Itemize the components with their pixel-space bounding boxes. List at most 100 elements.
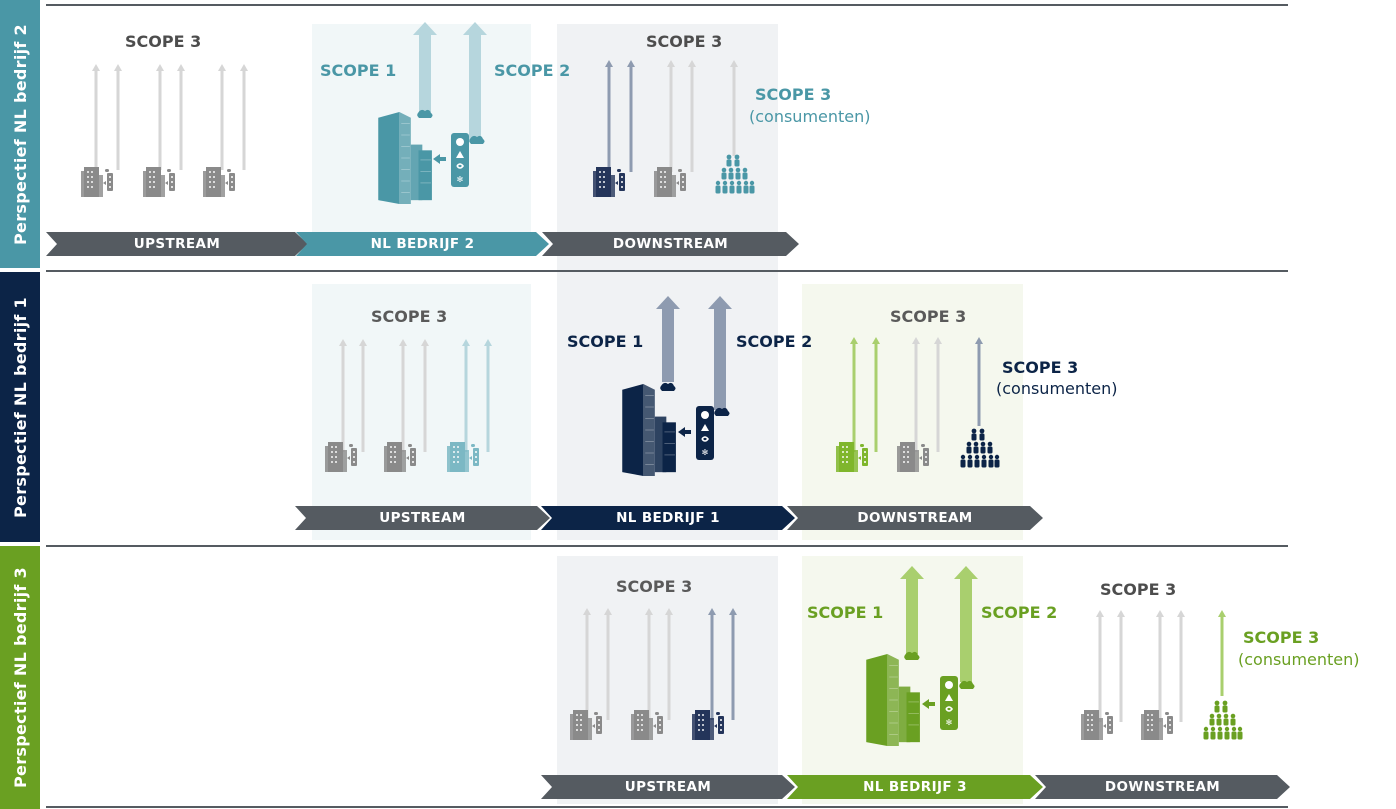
emission-arrow-head bbox=[954, 566, 978, 579]
factory-icon bbox=[1081, 710, 1113, 740]
consumer-text-2: (consumenten) bbox=[749, 107, 871, 126]
scope3-arrow-head bbox=[92, 64, 100, 71]
energy-supply-icon bbox=[451, 133, 469, 187]
chevron-downstream-1: DOWNSTREAM bbox=[787, 506, 1043, 530]
scope3-arrow-head bbox=[667, 60, 675, 67]
scope2-label-2: SCOPE 2 bbox=[494, 61, 571, 80]
factory-icon bbox=[593, 167, 625, 197]
factory-icon bbox=[692, 710, 724, 740]
scope3-consumer-label-1: SCOPE 3 bbox=[1002, 358, 1079, 377]
scope3-arrow-head bbox=[484, 339, 492, 346]
consumers-icon bbox=[960, 428, 1000, 468]
consumer-text-3: (consumenten) bbox=[1238, 650, 1360, 669]
scope3-arrow-head bbox=[359, 339, 367, 346]
factory-icon bbox=[143, 167, 175, 197]
scope3-arrow-head bbox=[604, 608, 612, 615]
scope3-arrow-head bbox=[1156, 610, 1164, 617]
divider-2 bbox=[46, 545, 1288, 547]
scope3-downstream-label-1: SCOPE 3 bbox=[890, 307, 967, 326]
scope3-arrow-head bbox=[645, 608, 653, 615]
side-label-bedrijf-2: Perspectief NL bedrijf 2 bbox=[0, 0, 40, 268]
scope3-arrow-head bbox=[729, 608, 737, 615]
scope3-arrow-head bbox=[912, 337, 920, 344]
emission-arrow bbox=[714, 308, 726, 410]
scope3-arrow-head bbox=[1117, 610, 1125, 617]
consumer-text-1: (consumenten) bbox=[996, 379, 1118, 398]
chevron-company-3: NL BEDRIJF 3 bbox=[787, 775, 1043, 799]
side-label-bedrijf-3: Perspectief NL bedrijf 3 bbox=[0, 546, 40, 809]
scope3-arrow-head bbox=[688, 60, 696, 67]
emission-arrow-head bbox=[708, 296, 732, 309]
emission-cloud-icon bbox=[714, 407, 730, 416]
chevron-company-2: NL BEDRIJF 2 bbox=[296, 232, 549, 256]
band-upstream-1 bbox=[312, 284, 531, 540]
factory-icon bbox=[654, 167, 686, 197]
emission-arrow bbox=[469, 34, 481, 140]
factory-icon bbox=[1141, 710, 1173, 740]
scope3-downstream-label-2: SCOPE 3 bbox=[646, 32, 723, 51]
chevron-upstream-1: UPSTREAM bbox=[295, 506, 550, 530]
scope3-arrow-head bbox=[399, 339, 407, 346]
scope3-upstream-label-3: SCOPE 3 bbox=[616, 577, 693, 596]
company-building-icon bbox=[622, 384, 677, 476]
factory-icon bbox=[631, 710, 663, 740]
scope2-label-3: SCOPE 2 bbox=[981, 603, 1058, 622]
energy-supply-icon bbox=[940, 676, 958, 730]
factory-icon bbox=[447, 442, 479, 472]
scope3-upstream-label-2: SCOPE 3 bbox=[125, 32, 202, 51]
scope3-downstream-label-3: SCOPE 3 bbox=[1100, 580, 1177, 599]
scope3-arrow-head bbox=[872, 337, 880, 344]
scope3-arrow-head bbox=[177, 64, 185, 71]
emission-cloud-icon bbox=[660, 382, 676, 391]
chevron-upstream-2: UPSTREAM bbox=[46, 232, 308, 256]
emission-arrow bbox=[662, 308, 674, 382]
scope3-arrow-head bbox=[627, 60, 635, 67]
scope3-arrow-head bbox=[218, 64, 226, 71]
energy-supply-icon bbox=[696, 406, 714, 460]
emission-arrow-head bbox=[900, 566, 924, 579]
emission-cloud-icon bbox=[469, 135, 485, 144]
emission-cloud-icon bbox=[417, 109, 433, 118]
factory-icon bbox=[203, 167, 235, 197]
scope3-arrow-head bbox=[462, 339, 470, 346]
divider-top bbox=[46, 4, 1288, 6]
scope3-arrow-head bbox=[421, 339, 429, 346]
chevron-downstream-2: DOWNSTREAM bbox=[542, 232, 799, 256]
factory-icon bbox=[836, 442, 868, 472]
scope3-arrow-head bbox=[1218, 610, 1226, 617]
scope1-label-1: SCOPE 1 bbox=[567, 332, 644, 351]
emission-arrow-head bbox=[656, 296, 680, 309]
flow-arrow-icon bbox=[433, 154, 446, 164]
scope3-arrow-head bbox=[708, 608, 716, 615]
scope3-arrow-head bbox=[665, 608, 673, 615]
divider-bottom bbox=[46, 806, 1288, 808]
scope3-arrow-head bbox=[240, 64, 248, 71]
scope1-label-3: SCOPE 1 bbox=[807, 603, 884, 622]
company-building-icon bbox=[378, 112, 433, 204]
factory-icon bbox=[81, 167, 113, 197]
flow-arrow-icon bbox=[922, 699, 935, 709]
emission-arrow-head bbox=[463, 22, 487, 35]
chevron-upstream-3: UPSTREAM bbox=[541, 775, 795, 799]
divider-1 bbox=[46, 270, 1288, 272]
chevron-downstream-3: DOWNSTREAM bbox=[1035, 775, 1290, 799]
factory-icon bbox=[384, 442, 416, 472]
emission-arrow bbox=[960, 578, 972, 682]
scope3-consumer-label-3: SCOPE 3 bbox=[1243, 628, 1320, 647]
scope3-consumer-label-2: SCOPE 3 bbox=[755, 85, 832, 104]
emission-cloud-icon bbox=[904, 651, 920, 660]
scope1-label-2: SCOPE 1 bbox=[320, 61, 397, 80]
scope3-arrow-head bbox=[934, 337, 942, 344]
flow-arrow-icon bbox=[678, 427, 691, 437]
scope2-label-1: SCOPE 2 bbox=[736, 332, 813, 351]
scope3-upstream-label-1: SCOPE 3 bbox=[371, 307, 448, 326]
consumers-icon bbox=[715, 154, 755, 194]
consumers-icon bbox=[1203, 700, 1243, 740]
chevron-company-1: NL BEDRIJF 1 bbox=[541, 506, 795, 530]
scope3-arrow-head bbox=[730, 60, 738, 67]
factory-icon bbox=[325, 442, 357, 472]
emission-cloud-icon bbox=[959, 680, 975, 689]
scope3-arrow-head bbox=[850, 337, 858, 344]
scope3-arrow-head bbox=[339, 339, 347, 346]
